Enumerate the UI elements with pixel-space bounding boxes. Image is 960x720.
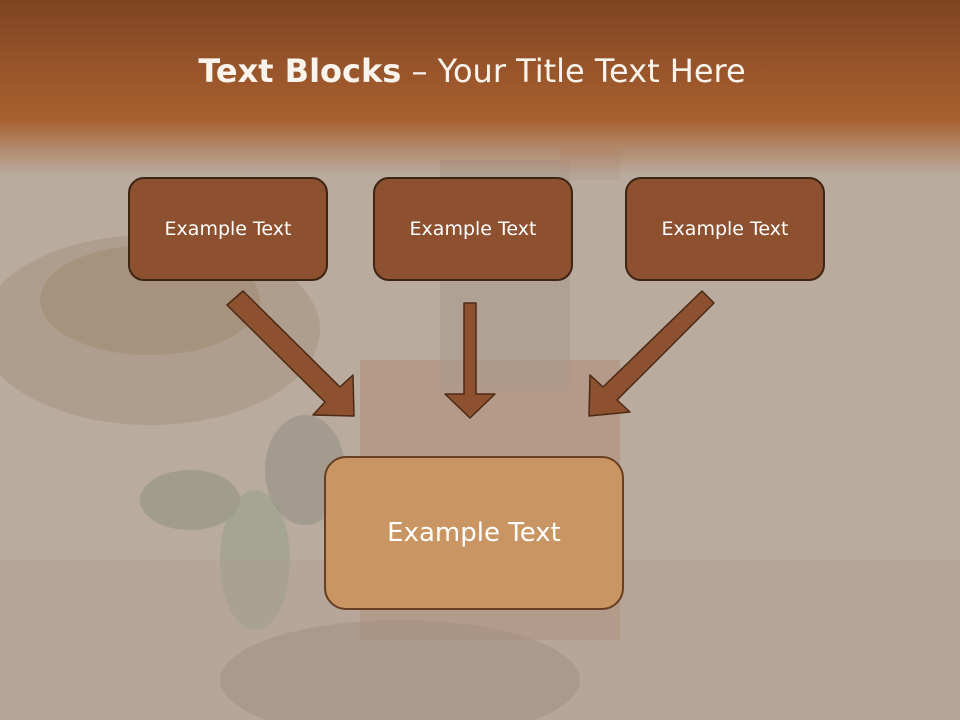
text-block-label: Example Text	[164, 218, 292, 240]
text-block-top-center[interactable]: Example Text	[373, 177, 573, 281]
slide-title-dash: –	[401, 52, 438, 90]
text-block-label: Example Text	[661, 218, 789, 240]
text-block-top-left[interactable]: Example Text	[128, 177, 328, 281]
arrow-down-right-icon	[226, 290, 355, 417]
text-block-label: Example Text	[387, 518, 561, 548]
slide-title-rest: Your Title Text Here	[437, 52, 746, 90]
arrow-down-icon	[444, 302, 496, 419]
text-block-bottom[interactable]: Example Text	[324, 456, 624, 610]
header-band	[0, 0, 960, 175]
text-block-label: Example Text	[409, 218, 537, 240]
slide-title-bold: Text Blocks	[198, 52, 402, 90]
slide-title: Text Blocks – Your Title Text Here	[0, 52, 944, 90]
arrow-down-left-icon	[588, 290, 715, 417]
text-block-top-right[interactable]: Example Text	[625, 177, 825, 281]
